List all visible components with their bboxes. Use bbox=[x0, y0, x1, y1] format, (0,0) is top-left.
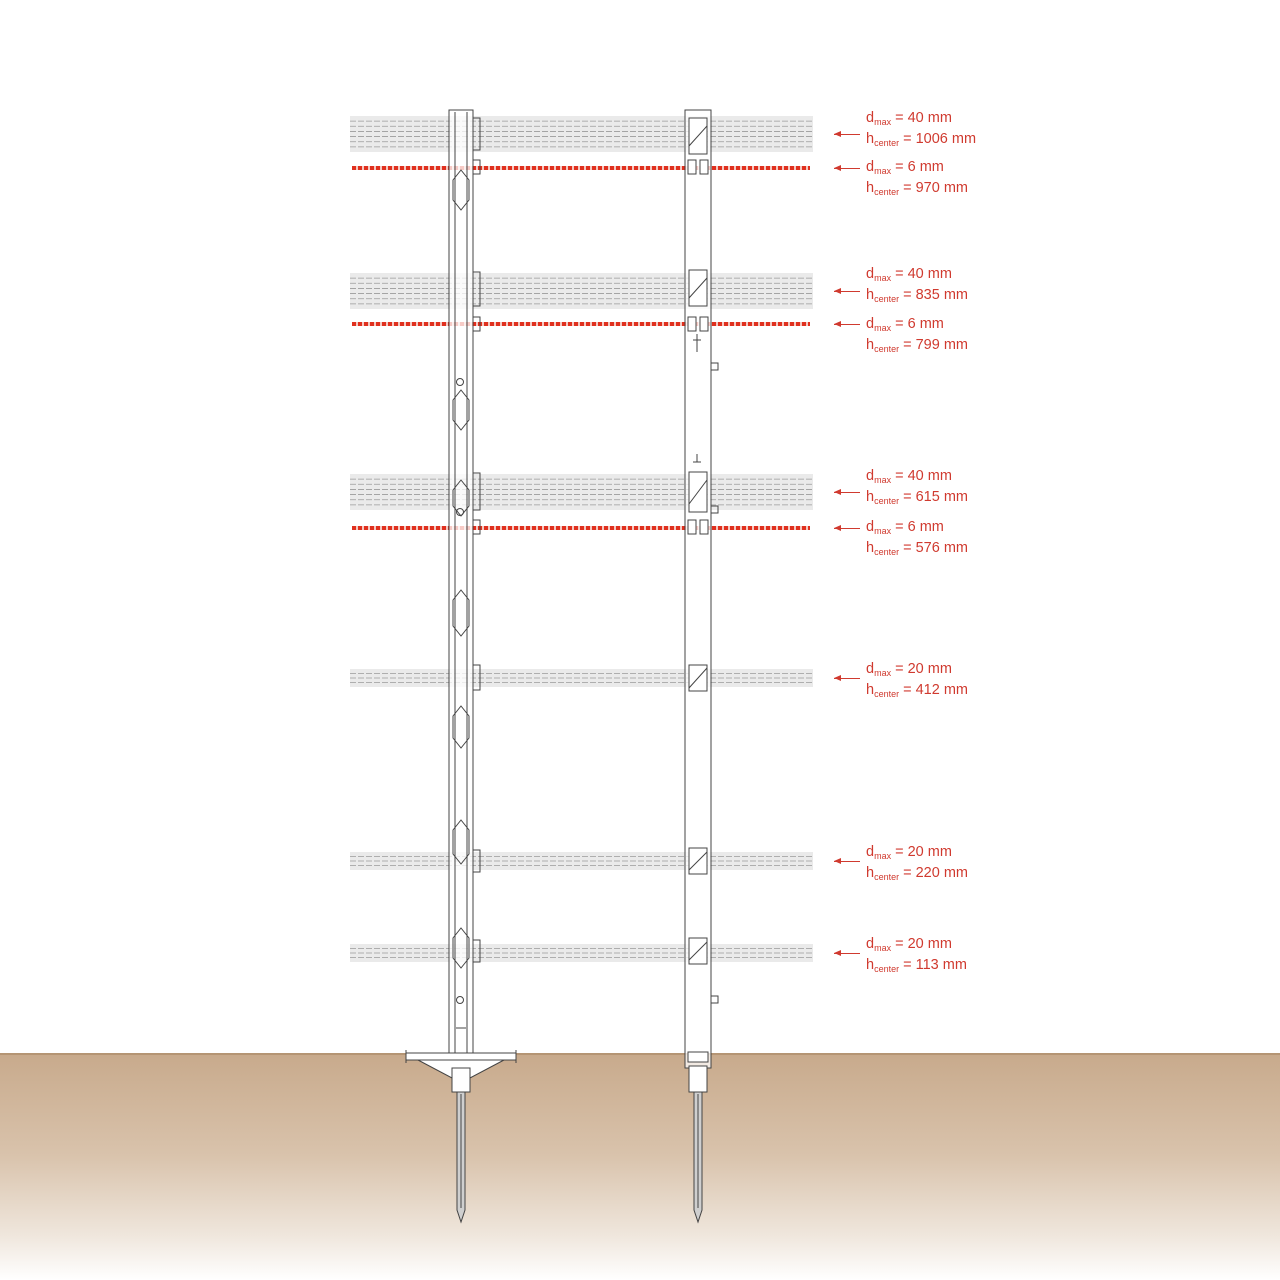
height-label: hcenter = 576 mm bbox=[866, 540, 968, 557]
diameter-label: dmax = 40 mm bbox=[866, 468, 952, 485]
pointer-arrow bbox=[834, 525, 860, 531]
height-label: hcenter = 835 mm bbox=[866, 287, 968, 304]
tape-conductor bbox=[350, 852, 813, 870]
height-label: hcenter = 113 mm bbox=[866, 957, 967, 974]
ground bbox=[0, 1054, 1280, 1280]
diameter-label: dmax = 40 mm bbox=[866, 266, 952, 283]
conductor-label: dmax = 40 mm hcenter = 1006 mm bbox=[866, 110, 976, 152]
tape-conductor bbox=[350, 116, 813, 152]
conductor-label: dmax = 6 mm hcenter = 576 mm bbox=[866, 519, 968, 561]
height-label: hcenter = 799 mm bbox=[866, 337, 968, 354]
pointer-arrow bbox=[834, 950, 860, 956]
height-label: hcenter = 970 mm bbox=[866, 180, 968, 197]
diameter-label: dmax = 20 mm bbox=[866, 844, 952, 861]
tape-conductor bbox=[350, 669, 813, 687]
pointer-arrow bbox=[834, 131, 860, 137]
conductor-label: dmax = 40 mm hcenter = 835 mm bbox=[866, 266, 968, 308]
diameter-label: dmax = 6 mm bbox=[866, 159, 944, 176]
conductor-label: dmax = 20 mm hcenter = 113 mm bbox=[866, 936, 967, 978]
diameter-label: dmax = 6 mm bbox=[866, 316, 944, 333]
diameter-label: dmax = 6 mm bbox=[866, 519, 944, 536]
left-post-front-view bbox=[405, 109, 517, 1224]
tape-conductor bbox=[350, 474, 813, 510]
height-label: hcenter = 1006 mm bbox=[866, 131, 977, 148]
conductor-label: dmax = 20 mm hcenter = 412 mm bbox=[866, 661, 968, 703]
diameter-label: dmax = 20 mm bbox=[866, 661, 952, 678]
right-post-side-view bbox=[684, 109, 719, 1224]
height-label: hcenter = 412 mm bbox=[866, 682, 968, 699]
height-label: hcenter = 220 mm bbox=[866, 865, 968, 882]
pointer-arrow bbox=[834, 489, 860, 495]
pointer-arrow bbox=[834, 288, 860, 294]
pointer-arrow bbox=[834, 858, 860, 864]
height-label: hcenter = 615 mm bbox=[866, 489, 968, 506]
tape-conductor bbox=[350, 944, 813, 962]
diameter-label: dmax = 20 mm bbox=[866, 936, 952, 953]
tape-conductor bbox=[350, 273, 813, 309]
pointer-arrow bbox=[834, 165, 860, 171]
diameter-label: dmax = 40 mm bbox=[866, 110, 952, 127]
conductor-label: dmax = 40 mm hcenter = 615 mm bbox=[866, 468, 968, 510]
pointer-arrow bbox=[834, 675, 860, 681]
conductor-label: dmax = 6 mm hcenter = 970 mm bbox=[866, 159, 968, 201]
pointer-arrow bbox=[834, 321, 860, 327]
conductor-label: dmax = 20 mm hcenter = 220 mm bbox=[866, 844, 968, 886]
ground-surface-line bbox=[0, 1053, 1280, 1055]
conductor-label: dmax = 6 mm hcenter = 799 mm bbox=[866, 316, 968, 358]
conductor-layer bbox=[350, 116, 813, 962]
